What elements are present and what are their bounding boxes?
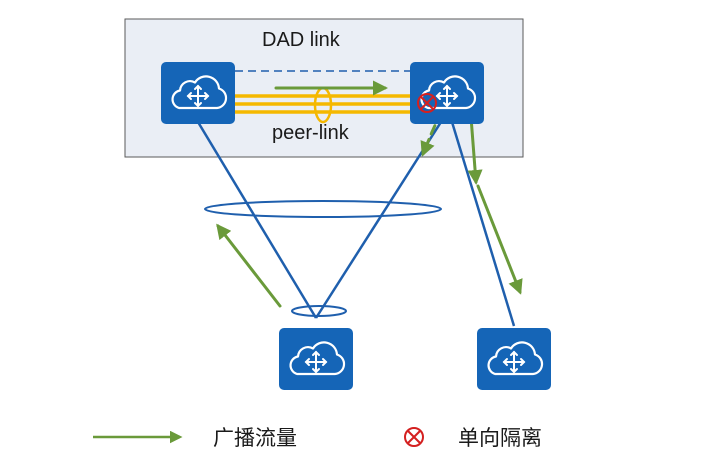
bottom-center-switch-icon bbox=[277, 326, 355, 392]
peer-link-lines bbox=[235, 94, 414, 114]
top-right-switch-icon bbox=[408, 60, 486, 126]
legend-isolation-icon bbox=[404, 427, 424, 447]
legend: 广播流量 单向隔离 bbox=[93, 426, 542, 450]
bottom-right-switch-icon bbox=[475, 326, 553, 392]
top-left-switch-icon bbox=[159, 60, 237, 126]
dad-link-label: DAD link bbox=[262, 29, 341, 51]
isolation-marker-icon bbox=[417, 93, 437, 113]
peer-link-label: peer-link bbox=[272, 122, 350, 144]
lower-trunk-ring bbox=[291, 305, 347, 317]
upper-trunk-ring bbox=[204, 200, 442, 218]
legend-broadcast-label: 广播流量 bbox=[213, 426, 297, 450]
member-links bbox=[196, 121, 516, 327]
legend-isolation-label: 单向隔离 bbox=[458, 426, 542, 450]
